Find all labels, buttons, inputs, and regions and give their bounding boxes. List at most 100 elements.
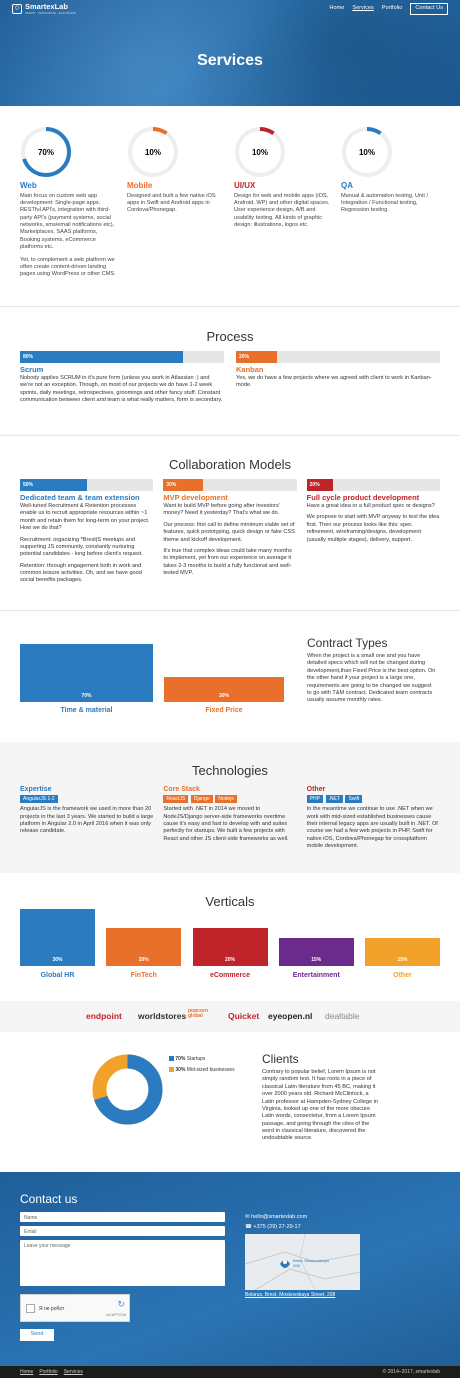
clients-text: Contrary to popular belief, Lorem Ipsum …	[262, 1069, 378, 1142]
verticals-bars: 30%20%20%15%15%	[20, 909, 440, 966]
section-title: Verticals	[205, 894, 255, 909]
logo-quicket: Quicket	[228, 1011, 260, 1021]
legend-midsized: 30% Mid-sized businesses	[169, 1067, 235, 1074]
send-button[interactable]: Send	[20, 1329, 54, 1341]
tech-title: Other	[306, 786, 326, 794]
contract-label: Time & material	[60, 707, 113, 714]
tech-tag: Swift	[345, 795, 363, 803]
collab-title: Dedicated team & team extension	[20, 493, 140, 503]
logo-text: SmartexLab	[25, 1, 68, 11]
logo[interactable]: ◇ SmartexLab SMART · INNOVATIVE · SOLUTI…	[12, 2, 76, 16]
progress-value: 10%	[252, 148, 268, 157]
footer-link-services[interactable]: Services	[63, 1368, 83, 1375]
recaptcha-widget[interactable]: Я не робот ↻ reCAPTCHA	[20, 1294, 130, 1322]
vertical-bar: 15%	[278, 937, 354, 966]
vertical-bar: 20%	[106, 928, 182, 966]
service-title: Mobile	[127, 181, 153, 190]
progress-fill: 20%	[306, 479, 334, 492]
hero-banner: ◇ SmartexLab SMART · INNOVATIVE · SOLUTI…	[0, 0, 460, 106]
service-text: Designed and built a few native iOS apps…	[127, 192, 216, 214]
tech-expertise: Expertise AngularJS 1-2 AngularJS is the…	[20, 785, 153, 850]
message-textarea[interactable]: Leave your message	[20, 1240, 225, 1286]
contract-bar-fixed: 30%	[164, 677, 284, 702]
vertical-label: Entertainment	[292, 972, 340, 979]
progress-value: 70%	[38, 148, 54, 157]
logo-endpoint: endpoint	[86, 1011, 122, 1021]
footer-link-home[interactable]: Home	[20, 1368, 34, 1375]
collab-mvp: 30% MVP development Want to build MVP be…	[163, 479, 297, 585]
nav-services[interactable]: Services	[352, 5, 374, 12]
contract-bars: 70% 30%	[20, 636, 284, 702]
logo-eyeopen: eyeopen.nl	[268, 1011, 313, 1021]
service-title: Web	[20, 181, 37, 190]
map-pin-label: Brest, Moskovskaya 208	[293, 1258, 329, 1269]
logo-popcorn: popcorn global	[188, 1008, 208, 1019]
service-qa: 10% QA Manual & automation testing, Unit…	[341, 126, 440, 306]
tech-tag: .NET	[325, 795, 343, 803]
progress-fill: 80%	[20, 351, 184, 364]
page-title: Services	[197, 52, 263, 69]
logo-tagline: SMART · INNOVATIVE · SOLUTIONS	[25, 11, 76, 16]
section-title: Contract Types	[307, 636, 388, 650]
contact-phone[interactable]: ☎ +375 (29) 27-29-17	[245, 1224, 301, 1230]
vertical-label: FinTech	[130, 972, 157, 979]
footer-link-portfolio[interactable]: Portfolio	[39, 1368, 58, 1375]
progress-ring: 10%	[342, 127, 392, 177]
progress-fill: 30%	[163, 479, 204, 492]
contact-address[interactable]: Belarus, Brest, Moskovskaya Street, 208	[245, 1292, 336, 1298]
footer-copyright: © 2014–2017, smartexlab	[382, 1368, 440, 1375]
tech-title: Core Stack	[163, 786, 200, 794]
email-input[interactable]: Email	[20, 1226, 225, 1236]
service-text: Manual & automation testing, Unit / Inte…	[341, 192, 429, 214]
service-web: 70% Web Main focus on custom web app dev…	[20, 126, 119, 306]
map-graphic	[245, 1234, 360, 1290]
progress-ring: 10%	[235, 127, 285, 177]
vertical-bar: 30%	[20, 909, 95, 966]
process-title: Kanban	[236, 365, 264, 375]
client-logos: endpoint worldstores popcorn global Quic…	[0, 1001, 460, 1032]
map[interactable]: Brest, Moskovskaya 208	[245, 1234, 360, 1290]
collab-text: Have a great idea or a full product spec…	[306, 503, 435, 510]
collab-text: Want to build MVP before going after inv…	[163, 503, 280, 517]
tech-tag: PHP	[306, 795, 323, 803]
section-title: Collaboration Models	[168, 457, 292, 472]
progress-ring: 10%	[128, 127, 178, 177]
nav-portfolio[interactable]: Portfolio	[381, 5, 403, 12]
contact-email[interactable]: ✉ hello@smartexlab.com	[245, 1214, 308, 1220]
section-title: Technologies	[192, 763, 268, 778]
services-section: 70% Web Main focus on custom web app dev…	[0, 106, 460, 306]
footer: Home Portfolio Services © 2014–2017, sma…	[0, 1366, 460, 1378]
logo-worldstores: worldstores	[138, 1011, 187, 1021]
progress-fill: 50%	[20, 479, 87, 492]
vertical-label: eCommerce	[209, 972, 251, 979]
contact-section: Contact us Name Email Leave your message…	[0, 1172, 460, 1366]
tech-other: Other PHP .NET Swift In the meantime we …	[306, 785, 440, 850]
collab-text: We propose to start with MVP anyway to t…	[306, 514, 440, 543]
collab-text: Well-tuned Recruitment & Retention proce…	[20, 503, 150, 532]
name-input[interactable]: Name	[20, 1212, 225, 1222]
progress-value: 10%	[359, 148, 375, 157]
nav-home[interactable]: Home	[329, 5, 345, 12]
progress-bar: 20%	[306, 479, 440, 492]
top-navigation: ◇ SmartexLab SMART · INNOVATIVE · SOLUTI…	[0, 0, 460, 18]
service-uiux: 10% UI/UX Design for web and mobile apps…	[234, 126, 333, 306]
progress-bar: 20%	[236, 351, 440, 364]
tech-text: AngularJS is the framework we used in mo…	[20, 806, 154, 835]
service-text-2: Yet, to complement a web platform we oft…	[20, 256, 116, 278]
service-title: QA	[341, 181, 353, 190]
process-scrum: 80% Scrum Nobody applies SCRUM in it's p…	[20, 351, 224, 404]
nav-contact-button[interactable]: Contact Us	[410, 2, 448, 16]
collab-text: Recruitment: organizing *Brest|S meetups…	[20, 536, 143, 558]
service-title: UI/UX	[234, 181, 256, 190]
vertical-bar: 15%	[365, 937, 440, 966]
process-section: Process 80% Scrum Nobody applies SCRUM i…	[0, 306, 460, 435]
checkbox-icon[interactable]	[26, 1304, 35, 1313]
service-mobile: 10% Mobile Designed and built a few nati…	[127, 126, 226, 306]
contract-label: Fixed Price	[205, 707, 243, 714]
progress-bar: 50%	[20, 479, 154, 492]
legend-startups: 70% Startups	[169, 1056, 235, 1063]
clients-donut	[92, 1054, 163, 1125]
tech-text: Started with .NET in 2014 we moved to No…	[163, 806, 289, 842]
clients-section: 70% Startups 30% Mid-sized businesses Cl…	[0, 1032, 460, 1172]
